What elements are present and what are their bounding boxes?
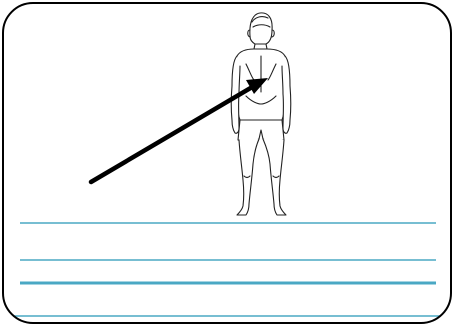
head bbox=[250, 13, 272, 44]
right-arm bbox=[282, 56, 291, 133]
card-background bbox=[3, 3, 451, 323]
